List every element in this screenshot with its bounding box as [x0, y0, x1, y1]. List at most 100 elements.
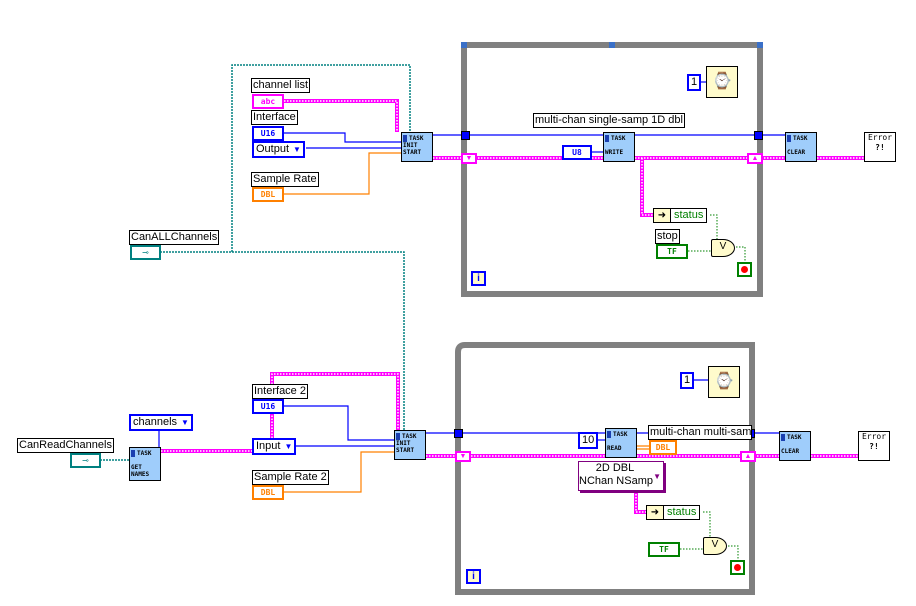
u8-constant[interactable]: U8 — [562, 145, 592, 160]
polymorphic-selector-label[interactable]: multi-chan multi-sam — [648, 425, 752, 440]
task-icon — [607, 431, 611, 438]
wire-interface — [284, 132, 401, 143]
wait-clock-icon[interactable]: ⌚ — [708, 366, 740, 398]
stop-button-control[interactable]: TF — [656, 244, 688, 259]
shift-register-left-icon[interactable]: ▼ — [455, 451, 471, 462]
task-icon — [781, 434, 785, 441]
sample-rate-label: Sample Rate — [251, 172, 319, 187]
wire-canall-top — [160, 64, 411, 253]
data-indicator[interactable]: DBL — [649, 440, 677, 455]
wire-or-stop-bottom — [725, 545, 739, 560]
dropdown-arrow-icon: ▼ — [293, 145, 301, 154]
channel-list-label: channel list — [251, 78, 311, 93]
format-text: NChan NSamp — [579, 475, 653, 487]
node-text: TASK — [787, 434, 802, 441]
node-text: TASK — [613, 431, 628, 438]
unbundle-status[interactable]: ➜status — [653, 208, 708, 223]
arrow-right-icon: ➜ — [647, 506, 664, 519]
node-text: TASK — [611, 135, 626, 142]
wire-interface2 — [284, 405, 394, 441]
task-icon — [605, 135, 609, 142]
channels-value: channels — [133, 416, 178, 428]
node-text: INIT — [396, 440, 411, 447]
error-text: Error — [867, 133, 893, 142]
interface2-label: Interface 2 — [252, 384, 308, 399]
node-text: TASK — [793, 135, 808, 142]
output-enum-value: Output — [256, 143, 290, 155]
stop-button-control[interactable]: TF — [648, 542, 680, 557]
or-gate-icon[interactable]: V — [703, 537, 727, 555]
node-text: GET — [131, 464, 142, 471]
while-loop-bottom-frame[interactable] — [455, 342, 755, 595]
loop-stop-terminal-icon[interactable] — [730, 560, 745, 575]
wait-clock-icon[interactable]: ⌚ — [706, 66, 738, 98]
loop-tunnel[interactable] — [461, 131, 470, 140]
sample-rate-control[interactable]: DBL — [252, 187, 284, 202]
status-text: status — [667, 506, 697, 518]
wire-canall-bottom — [232, 251, 405, 430]
input-enum-value: Input — [256, 440, 281, 452]
refnum-icon[interactable]: ⊸ — [70, 453, 101, 468]
node-text: START — [403, 149, 422, 156]
input-enum[interactable]: Input▼ — [252, 438, 297, 455]
clear-node-top[interactable]: TASK CLEAR — [785, 132, 817, 162]
status-text: status — [674, 209, 704, 221]
shift-register-right-icon[interactable]: ▲ — [747, 153, 763, 164]
wire-status-or-bottom — [703, 511, 711, 540]
dropdown-arrow-icon: ▼ — [284, 442, 293, 451]
node-text: START — [396, 447, 415, 454]
error-text: Error — [861, 432, 887, 441]
loop-stop-terminal-icon[interactable] — [737, 262, 752, 277]
node-text: NAMES — [131, 471, 150, 478]
node-text: TASK — [402, 433, 417, 440]
wait-ms-constant[interactable]: 1 — [680, 372, 695, 389]
wire-status-or-top — [710, 214, 718, 241]
or-gate-icon[interactable]: V — [711, 239, 735, 257]
wire-sample-rate2 — [284, 451, 394, 493]
canall-channels-label: CanALLChannels — [129, 230, 220, 245]
wait-ms-constant[interactable]: 1 — [687, 74, 702, 91]
wire-sample-rate — [284, 152, 401, 195]
iteration-terminal[interactable]: i — [466, 569, 481, 584]
sample-rate2-control[interactable]: DBL — [252, 485, 284, 500]
interface2-control[interactable]: U16 — [252, 399, 284, 414]
loop-tunnel[interactable] — [754, 131, 763, 140]
shift-register-left-icon[interactable]: ▼ — [461, 153, 477, 164]
unbundle-status[interactable]: ➜status — [646, 505, 701, 520]
stop-label: stop — [655, 229, 680, 244]
loop-corner-handles — [461, 42, 763, 48]
wire-or-stop-top — [733, 246, 746, 262]
polymorphic-selector-label[interactable]: multi-chan single-samp 1D dbl — [533, 113, 685, 128]
read-node[interactable]: TASK READ — [605, 428, 637, 458]
wire-read-data — [637, 445, 649, 450]
task-icon — [787, 135, 791, 142]
node-text: INIT — [403, 142, 418, 149]
refnum-icon[interactable]: ⊸ — [130, 245, 161, 260]
error-handler-icon[interactable]: Error?! — [858, 431, 890, 461]
iteration-terminal[interactable]: i — [471, 271, 486, 286]
task-icon — [403, 135, 407, 142]
loop-tunnel[interactable] — [454, 429, 463, 438]
format-text: 2D DBL — [595, 462, 635, 474]
arrow-right-icon: ➜ — [654, 209, 671, 222]
shift-register-right-icon[interactable]: ▲ — [740, 451, 756, 462]
error-text: ?! — [875, 143, 885, 152]
node-text: TASK — [137, 450, 152, 457]
node-text: READ — [607, 445, 622, 452]
task-icon — [396, 433, 400, 440]
output-enum[interactable]: Output▼ — [252, 141, 305, 158]
interface-control[interactable]: U16 — [252, 126, 284, 141]
error-handler-icon[interactable]: Error?! — [864, 132, 896, 162]
node-text: CLEAR — [787, 149, 806, 156]
channels-enum[interactable]: channels▼ — [129, 414, 193, 431]
wire-error-status-bottom — [634, 491, 646, 514]
task-icon — [131, 450, 135, 457]
channel-list-control[interactable]: abc — [252, 94, 284, 109]
samples-constant[interactable]: 10 — [578, 432, 599, 449]
